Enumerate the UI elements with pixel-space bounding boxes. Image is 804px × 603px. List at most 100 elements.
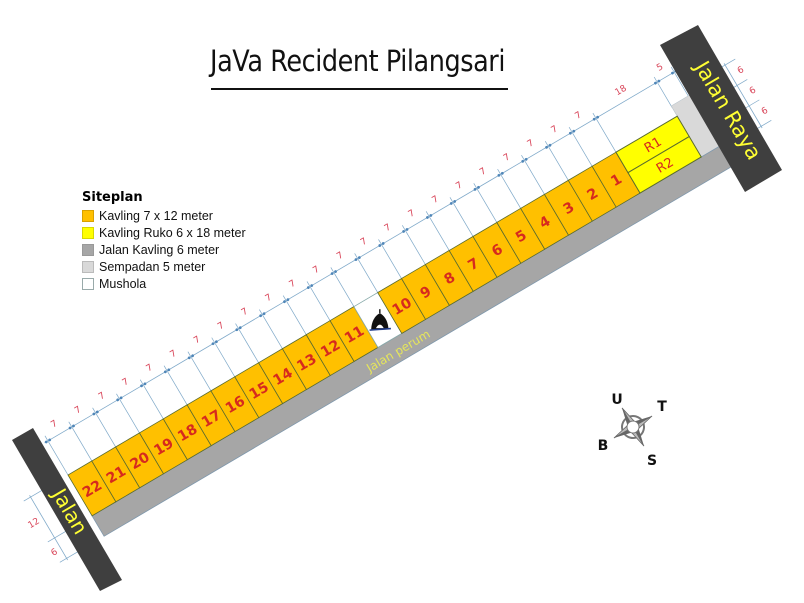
dimension-label-lot: 7 [454,180,464,192]
dimension-tick [548,143,552,147]
dimension-label-lot: 7 [192,335,202,347]
dimension-tick [596,115,599,119]
dimension-label-lot: 7 [431,194,441,206]
dimension-tick [497,173,501,177]
extension-line [544,140,569,181]
dimension-line [44,69,678,444]
dimension-tick [310,284,314,287]
extension-line [568,126,593,167]
jalan-left [12,428,122,591]
dimension-tick [167,368,171,372]
extension-line [163,365,188,406]
dimension-tick [545,145,548,149]
dimension-tick [191,354,194,358]
legend-item-jalan: Jalan Kavling 6 meter [82,241,246,258]
extension-line [401,225,426,265]
extension-line [282,295,307,335]
dimension-tick [116,398,120,402]
dimension-tick [357,256,361,259]
extension-line [378,239,402,279]
dimension-tick [524,157,528,161]
dimension-tick [381,242,385,245]
legend-label: Jalan Kavling 6 meter [99,242,220,257]
extension-line [92,407,116,448]
dimension-tick [449,202,453,205]
dimension-tick [187,356,191,360]
legend-item-sempadan: Sempadan 5 meter [82,258,246,275]
extension-line [44,435,69,476]
mosque-base [369,327,391,331]
extension-line [653,76,673,108]
dimension-tick [143,382,147,386]
dimension-tick [235,328,239,332]
dimension-tick [92,412,96,416]
ruko-lot [627,135,702,194]
dimension-line [723,63,763,129]
dimension-tick [286,298,290,302]
extension-line [211,337,236,377]
extension-line [473,183,498,223]
dimension-label-lot: 7 [73,405,83,417]
dimension-tick [238,326,242,330]
dimension-label-lot: 7 [574,110,584,122]
dimension-tick [68,426,72,430]
dimension-label-lot: 7 [407,208,417,220]
legend-title: Siteplan [82,190,143,205]
extension-line [592,112,617,153]
dimension-tick [453,200,457,203]
page-title: JaVa Recident Pilangsari [210,44,505,78]
legend-label: Kavling 7 x 12 meter [99,208,213,223]
legend-swatch-jalan [82,243,94,256]
dimension-label-lot: 7 [169,349,179,361]
dimension-label-lot: 7 [335,251,345,263]
dimension-tick [572,129,576,133]
dimension-label-depth: 12 [27,517,42,531]
legend-label: Mushola [99,276,147,291]
extension-line [187,351,212,391]
dimension-label-lot: 7 [49,419,59,431]
dimension-tick [500,171,504,175]
extension-line [139,379,164,420]
extension-line [497,169,521,209]
extension-line [521,155,545,195]
dimension-tick [72,424,75,428]
legend-swatch-ruko [82,226,94,239]
compass-center [626,420,640,434]
dimension-tick [657,79,661,83]
extension-line [449,197,474,237]
extension-line [330,267,355,307]
dimension-tick [405,228,409,231]
dimension-label-lot: 7 [359,237,369,249]
dimension-tick [354,258,358,261]
dimension-tick [402,230,405,233]
dimension-tick [429,214,433,217]
dimension-label-lot: 7 [383,222,393,234]
legend-swatch-kavling [82,209,94,222]
dimension-label-lot: 7 [264,293,274,305]
dimension-tick [140,384,143,388]
dimension-tick [378,244,382,247]
dimension-tick [215,340,218,344]
dimension-tick [592,117,596,121]
dimension-tick [671,71,674,75]
dimension-tick [44,440,48,444]
dimension-tick [48,438,52,442]
dimension-label-sempadan: 5 [655,62,665,74]
legend-label: Kavling Ruko 6 x 18 meter [99,225,246,240]
dimension-label-lot: 7 [478,166,488,178]
dimension-tick [262,312,266,316]
extension-line [425,211,450,251]
dimension-tick [211,342,215,346]
dimension-label-depth: 6 [50,547,60,559]
dimension-label-lot: 7 [550,124,560,136]
legend-item-kavling: Kavling 7 x 12 meter [82,207,246,224]
dimension-tick [259,314,263,318]
dimension-label-depth: 6 [748,85,758,97]
legend-item-ruko: Kavling Ruko 6 x 18 meter [82,224,246,241]
mosque-door [375,324,384,329]
dimension-tick [163,370,167,374]
extension-line [68,421,93,462]
